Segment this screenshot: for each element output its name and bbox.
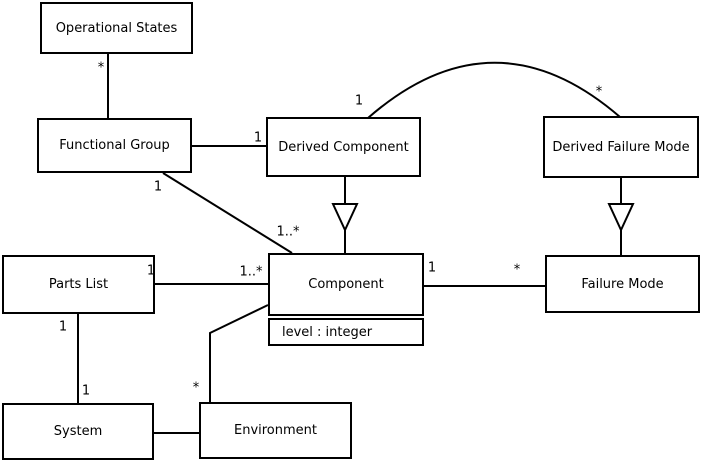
multiplicity-label: 1 bbox=[253, 130, 263, 146]
class-functional-group[interactable]: Functional Group bbox=[37, 118, 192, 173]
association-arc-derived-component-derived-failure-mode[interactable] bbox=[367, 61, 621, 119]
class-environment[interactable]: Environment bbox=[199, 402, 352, 459]
class-derived-failure-mode[interactable]: Derived Failure Mode bbox=[543, 116, 699, 178]
class-name-label: Derived Failure Mode bbox=[552, 139, 690, 155]
generalization-derived-component-component[interactable] bbox=[331, 177, 359, 253]
class-parts-list[interactable]: Parts List bbox=[2, 255, 155, 314]
multiplicity-label: 1 bbox=[427, 260, 437, 276]
generalization-triangle-icon bbox=[331, 203, 359, 233]
class-name-label: Environment bbox=[233, 423, 317, 438]
class-name-label: Parts List bbox=[48, 277, 109, 292]
multiplicity-label: * bbox=[595, 84, 603, 100]
attribute-label: level : integer bbox=[282, 324, 373, 340]
class-failure-mode[interactable]: Failure Mode bbox=[545, 255, 700, 313]
multiplicity-label: 1..* bbox=[276, 224, 300, 240]
class-name-label: Failure Mode bbox=[581, 276, 664, 292]
generalization-triangle-icon bbox=[607, 203, 635, 233]
multiplicity-label: 1 bbox=[146, 263, 156, 279]
class-name-label: System bbox=[53, 424, 103, 439]
multiplicity-label: * bbox=[192, 380, 200, 396]
association-environment-component[interactable] bbox=[209, 304, 269, 402]
multiplicity-label: 1 bbox=[58, 319, 68, 335]
multiplicity-label: 1 bbox=[354, 93, 364, 109]
multiplicity-label: * bbox=[513, 262, 521, 278]
class-system[interactable]: System bbox=[2, 403, 154, 460]
generalization-derived-failure-mode-failure-mode[interactable] bbox=[607, 178, 635, 255]
multiplicity-label: 1..* bbox=[239, 264, 263, 280]
class-derived-component[interactable]: Derived Component bbox=[266, 117, 421, 177]
class-operational-states[interactable]: Operational States bbox=[40, 2, 193, 54]
class-name-label: Derived Component bbox=[278, 139, 409, 155]
class-name-label: Operational States bbox=[55, 20, 178, 36]
class-name-label: Component bbox=[308, 277, 384, 292]
multiplicity-label: * bbox=[97, 60, 105, 76]
class-component-attributes[interactable]: level : integer bbox=[268, 318, 424, 346]
class-component[interactable]: Component bbox=[268, 253, 424, 316]
class-name-label: Functional Group bbox=[59, 138, 170, 153]
multiplicity-label: 1 bbox=[153, 179, 163, 195]
multiplicity-label: 1 bbox=[81, 383, 91, 399]
association-functional-group-component[interactable] bbox=[162, 172, 293, 254]
